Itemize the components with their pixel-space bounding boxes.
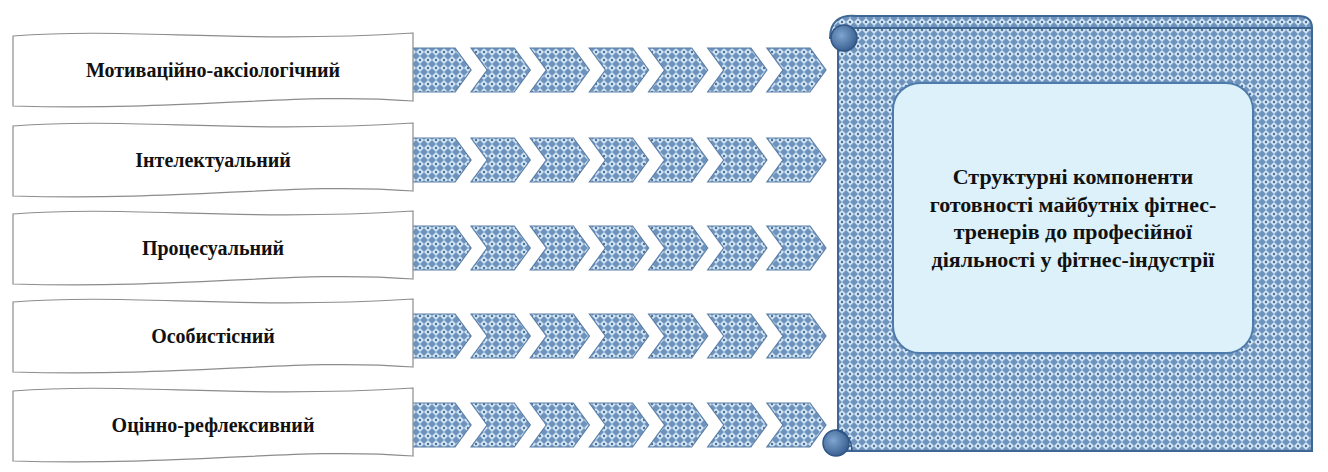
component-banner: Інтелектуальний xyxy=(12,120,414,200)
chevron-arrow xyxy=(412,138,826,182)
component-label: Інтелектуальний xyxy=(135,149,290,172)
chevron-arrow xyxy=(412,48,826,92)
chevron-arrow xyxy=(412,314,826,358)
panel-title: Структурні компоненти готовності майбутн… xyxy=(912,163,1234,273)
component-banner: Особистісний xyxy=(12,296,414,376)
component-label: Процесуальний xyxy=(142,237,284,260)
component-banner: Мотиваційно-аксіологічний xyxy=(12,30,414,110)
chevron-arrow xyxy=(412,226,826,270)
chevron-arrow xyxy=(412,403,826,447)
component-banner: Процесуальний xyxy=(12,208,414,288)
component-banner: Оцінно-рефлексивний xyxy=(12,385,414,465)
component-label: Мотиваційно-аксіологічний xyxy=(86,59,340,82)
scroll-panel: Структурні компоненти готовності майбутн… xyxy=(822,10,1318,465)
component-label: Оцінно-рефлексивний xyxy=(112,414,315,437)
component-label: Особистісний xyxy=(151,325,275,348)
title-box: Структурні компоненти готовності майбутн… xyxy=(892,82,1254,354)
